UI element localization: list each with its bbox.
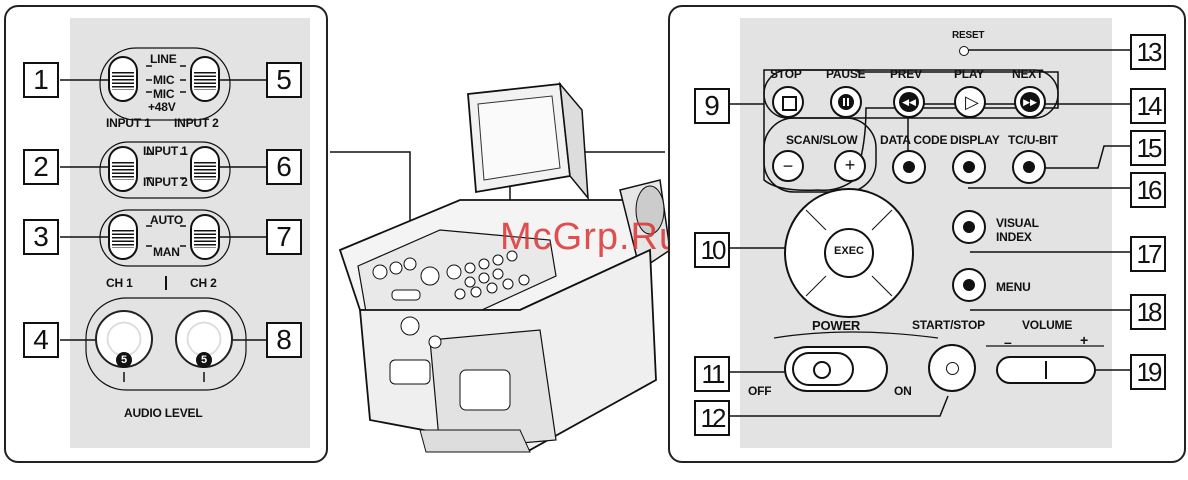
- label-input2: INPUT 2: [174, 116, 219, 130]
- input1-source-switch[interactable]: [108, 56, 138, 102]
- data-code-button[interactable]: [892, 150, 926, 184]
- label-tc-ubit: TC/U-BIT: [1008, 133, 1058, 147]
- label-select-input2: INPUT 2: [143, 175, 188, 189]
- camcorder-illustration: [320, 80, 670, 470]
- scan-slow-plus-button[interactable]: +: [834, 150, 866, 182]
- callout-12: 12: [694, 400, 730, 436]
- menu-button[interactable]: [952, 268, 986, 302]
- exec-button[interactable]: EXEC: [824, 228, 874, 278]
- ch2-input-select-switch[interactable]: [190, 146, 220, 192]
- callout-17: 17: [1130, 236, 1166, 272]
- label-play: PLAY: [954, 67, 984, 81]
- label-next: NEXT: [1012, 67, 1043, 81]
- label-plus48v: +48V: [148, 100, 176, 114]
- label-pause: PAUSE: [826, 67, 865, 81]
- plus-icon: +: [836, 155, 864, 176]
- ch2-audio-level-dial[interactable]: 5: [175, 310, 233, 368]
- label-visual: VISUAL: [996, 216, 1039, 230]
- label-reset: RESET: [952, 30, 984, 41]
- display-button[interactable]: [952, 150, 986, 184]
- callout-4: 4: [23, 322, 59, 358]
- label-index: INDEX: [996, 230, 1032, 244]
- power-switch[interactable]: [784, 346, 888, 392]
- input2-source-switch[interactable]: [190, 56, 220, 102]
- volume-plus-label: +: [1080, 332, 1088, 348]
- label-data-code: DATA CODE: [880, 133, 947, 147]
- multi-selector-ring[interactable]: EXEC: [784, 188, 914, 318]
- callout-1: 1: [23, 62, 59, 98]
- callout-5: 5: [266, 62, 302, 98]
- callout-11: 11: [694, 356, 730, 392]
- stop-icon: [782, 96, 797, 111]
- callout-3: 3: [23, 219, 59, 255]
- callout-15: 15: [1130, 130, 1166, 166]
- callout-19: 19: [1130, 354, 1166, 390]
- minus-icon: −: [774, 156, 802, 177]
- label-scan-slow: SCAN/SLOW: [786, 133, 858, 147]
- callout-13: 13: [1130, 34, 1166, 70]
- callout-10: 10: [694, 232, 730, 268]
- label-volume: VOLUME: [1022, 318, 1072, 332]
- start-stop-button[interactable]: [928, 344, 976, 392]
- label-ch2: CH 2: [190, 276, 217, 290]
- scan-slow-minus-button[interactable]: −: [772, 150, 804, 182]
- label-start-stop: START/STOP: [912, 318, 985, 332]
- label-mic: MIC: [153, 73, 174, 87]
- label-stop: STOP: [770, 67, 802, 81]
- reset-button[interactable]: [959, 46, 969, 56]
- ch2-knob-mark: 5: [196, 352, 212, 368]
- label-off: OFF: [748, 384, 771, 398]
- label-input1: INPUT 1: [106, 116, 151, 130]
- ch1-input-select-switch[interactable]: [108, 146, 138, 192]
- ch1-auto-man-switch[interactable]: [108, 214, 138, 260]
- prev-icon: ◀◀: [899, 92, 919, 112]
- next-button[interactable]: ▶▶: [1014, 86, 1046, 118]
- label-exec: EXEC: [826, 245, 872, 257]
- pause-bar: [843, 98, 845, 106]
- start-stop-ring-icon: [946, 362, 959, 375]
- next-icon: ▶▶: [1020, 92, 1040, 112]
- callout-8: 8: [266, 322, 302, 358]
- right-panel-outlines: [668, 0, 1182, 470]
- watermark-text: McGrp.Ru: [500, 216, 681, 259]
- volume-divider: [1045, 361, 1047, 379]
- tc-ubit-button[interactable]: [1012, 150, 1046, 184]
- pause-button[interactable]: [830, 86, 862, 118]
- label-auto: AUTO: [150, 213, 183, 227]
- callout-6: 6: [266, 149, 302, 185]
- label-line: LINE: [150, 52, 177, 66]
- volume-rocker[interactable]: [996, 356, 1096, 384]
- power-switch-knob: [792, 352, 854, 386]
- label-ch1: CH 1: [106, 276, 133, 290]
- callout-16: 16: [1130, 172, 1166, 208]
- power-ring-icon: [813, 361, 831, 379]
- label-on: ON: [894, 384, 912, 398]
- ch1-knob-mark: 5: [116, 352, 132, 368]
- label-man: MAN: [153, 245, 180, 259]
- prev-button[interactable]: ◀◀: [893, 86, 925, 118]
- stop-button[interactable]: [772, 86, 804, 118]
- label-prev: PREV: [890, 67, 922, 81]
- callout-14: 14: [1130, 88, 1166, 124]
- label-display: DISPLAY: [950, 133, 1000, 147]
- label-audio-level: AUDIO LEVEL: [124, 406, 202, 420]
- play-icon: ▷: [965, 92, 979, 112]
- ch1-audio-level-dial[interactable]: 5: [95, 310, 153, 368]
- play-button[interactable]: ▷: [954, 86, 986, 118]
- callout-18: 18: [1130, 294, 1166, 330]
- volume-minus-label: –: [1004, 334, 1012, 350]
- callout-7: 7: [266, 219, 302, 255]
- label-menu: MENU: [996, 280, 1031, 294]
- label-mic-48: MIC: [153, 87, 174, 101]
- callout-9: 9: [694, 88, 730, 124]
- label-power: POWER: [812, 318, 860, 333]
- visual-index-button[interactable]: [952, 210, 986, 244]
- ch2-auto-man-switch[interactable]: [190, 214, 220, 260]
- callout-2: 2: [23, 149, 59, 185]
- label-select-input1: INPUT 1: [143, 144, 188, 158]
- pause-icon: [838, 94, 854, 110]
